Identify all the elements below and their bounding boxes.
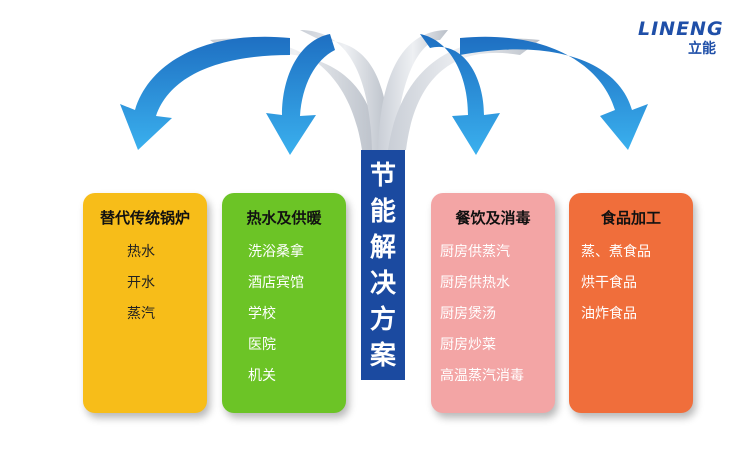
- card-catering-disinfection: 餐饮及消毒 厨房供蒸汽 厨房供热水 厨房煲汤 厨房炒菜 高温蒸汽消毒: [431, 193, 555, 413]
- card-item: 蒸汽: [127, 306, 155, 322]
- ribbon-right-outer: [388, 38, 540, 150]
- brand-logo: LINENG 立能: [638, 18, 740, 60]
- card-item: 学校: [248, 306, 276, 322]
- center-char: 方: [369, 305, 396, 335]
- arrow-far-right: [460, 36, 648, 150]
- card-item: 厨房供蒸汽: [440, 244, 510, 260]
- card-item: 蒸、煮食品: [581, 244, 651, 260]
- card-item: 厨房煲汤: [440, 306, 496, 322]
- card-title: 替代传统锅炉: [99, 209, 190, 227]
- card-hot-water-heating: 热水及供暖 洗浴桑拿 酒店宾馆 学校 医院 机关: [222, 193, 346, 413]
- center-char: 能: [369, 197, 396, 227]
- logo-subtitle: 立能: [688, 41, 716, 57]
- center-title-column: 节 能 解 决 方 案: [361, 150, 405, 380]
- logo-wordmark: LINENG: [638, 18, 724, 40]
- center-char: 决: [369, 269, 396, 299]
- card-item: 油炸食品: [581, 306, 637, 322]
- card-boiler-replacement: 替代传统锅炉 热水 开水 蒸汽: [83, 193, 207, 413]
- card-item: 机关: [248, 368, 276, 384]
- center-char: 案: [369, 341, 396, 371]
- card-item: 热水: [127, 244, 155, 260]
- arrow-inner-right: [420, 34, 500, 155]
- card-item: 高温蒸汽消毒: [440, 368, 524, 384]
- center-char: 节: [369, 161, 396, 191]
- card-item: 厨房供热水: [440, 275, 510, 291]
- center-char: 解: [369, 233, 396, 263]
- arrow-inner-left: [266, 34, 335, 155]
- arrow-far-left: [120, 36, 290, 150]
- card-item: 烘干食品: [581, 275, 637, 291]
- card-item: 洗浴桑拿: [248, 244, 304, 260]
- card-title: 热水及供暖: [246, 209, 322, 227]
- card-item: 酒店宾馆: [248, 275, 304, 291]
- card-item: 厨房炒菜: [440, 337, 496, 353]
- card-food-processing: 食品加工 蒸、煮食品 烘干食品 油炸食品: [569, 193, 693, 413]
- card-title: 食品加工: [600, 209, 661, 227]
- card-item: 开水: [127, 275, 155, 291]
- card-item: 医院: [248, 337, 276, 353]
- card-title: 餐饮及消毒: [455, 209, 531, 227]
